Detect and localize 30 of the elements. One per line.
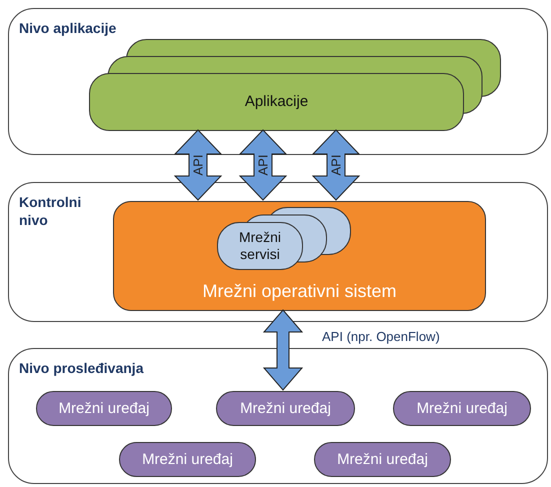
layer-panel <box>8 8 548 155</box>
edge-label: API (npr. OpenFlow) <box>322 329 440 344</box>
os-label: Mrežni operativni sistem <box>201 281 398 302</box>
double-arrow <box>262 309 304 391</box>
layer-title: Nivo prosleđivanja <box>19 359 145 378</box>
os-box <box>113 201 486 311</box>
box-label: Mrežni servisi <box>238 229 282 263</box>
box-label: Mrežni uređaj <box>337 450 428 468</box>
device-box <box>216 391 355 426</box>
edge-label: API <box>190 154 206 176</box>
box-label: Mrežni uređaj <box>142 450 233 468</box>
edge-label: API <box>256 154 270 176</box>
application-stack <box>89 39 501 131</box>
double-arrow <box>312 129 360 201</box>
layer-panel <box>8 348 548 484</box>
double-arrow <box>174 129 222 201</box>
device-box <box>119 442 256 477</box>
edge-label: API <box>328 154 344 176</box>
service-stack <box>217 207 351 270</box>
box-label: Mrežni uređaj <box>240 400 331 418</box>
box-label: Mrežni uređaj <box>58 400 150 418</box>
double-arrow <box>238 129 288 201</box>
device-box <box>314 442 451 477</box>
layer-title: Nivo aplikacije <box>19 19 118 38</box>
device-box <box>393 391 531 426</box>
box-label: Aplikacije <box>244 93 308 111</box>
layer-panel <box>8 182 548 322</box>
box-label: Mrežni uređaj <box>416 400 508 418</box>
layer-title: Kontrolni nivo <box>19 193 82 230</box>
device-box <box>36 391 172 426</box>
